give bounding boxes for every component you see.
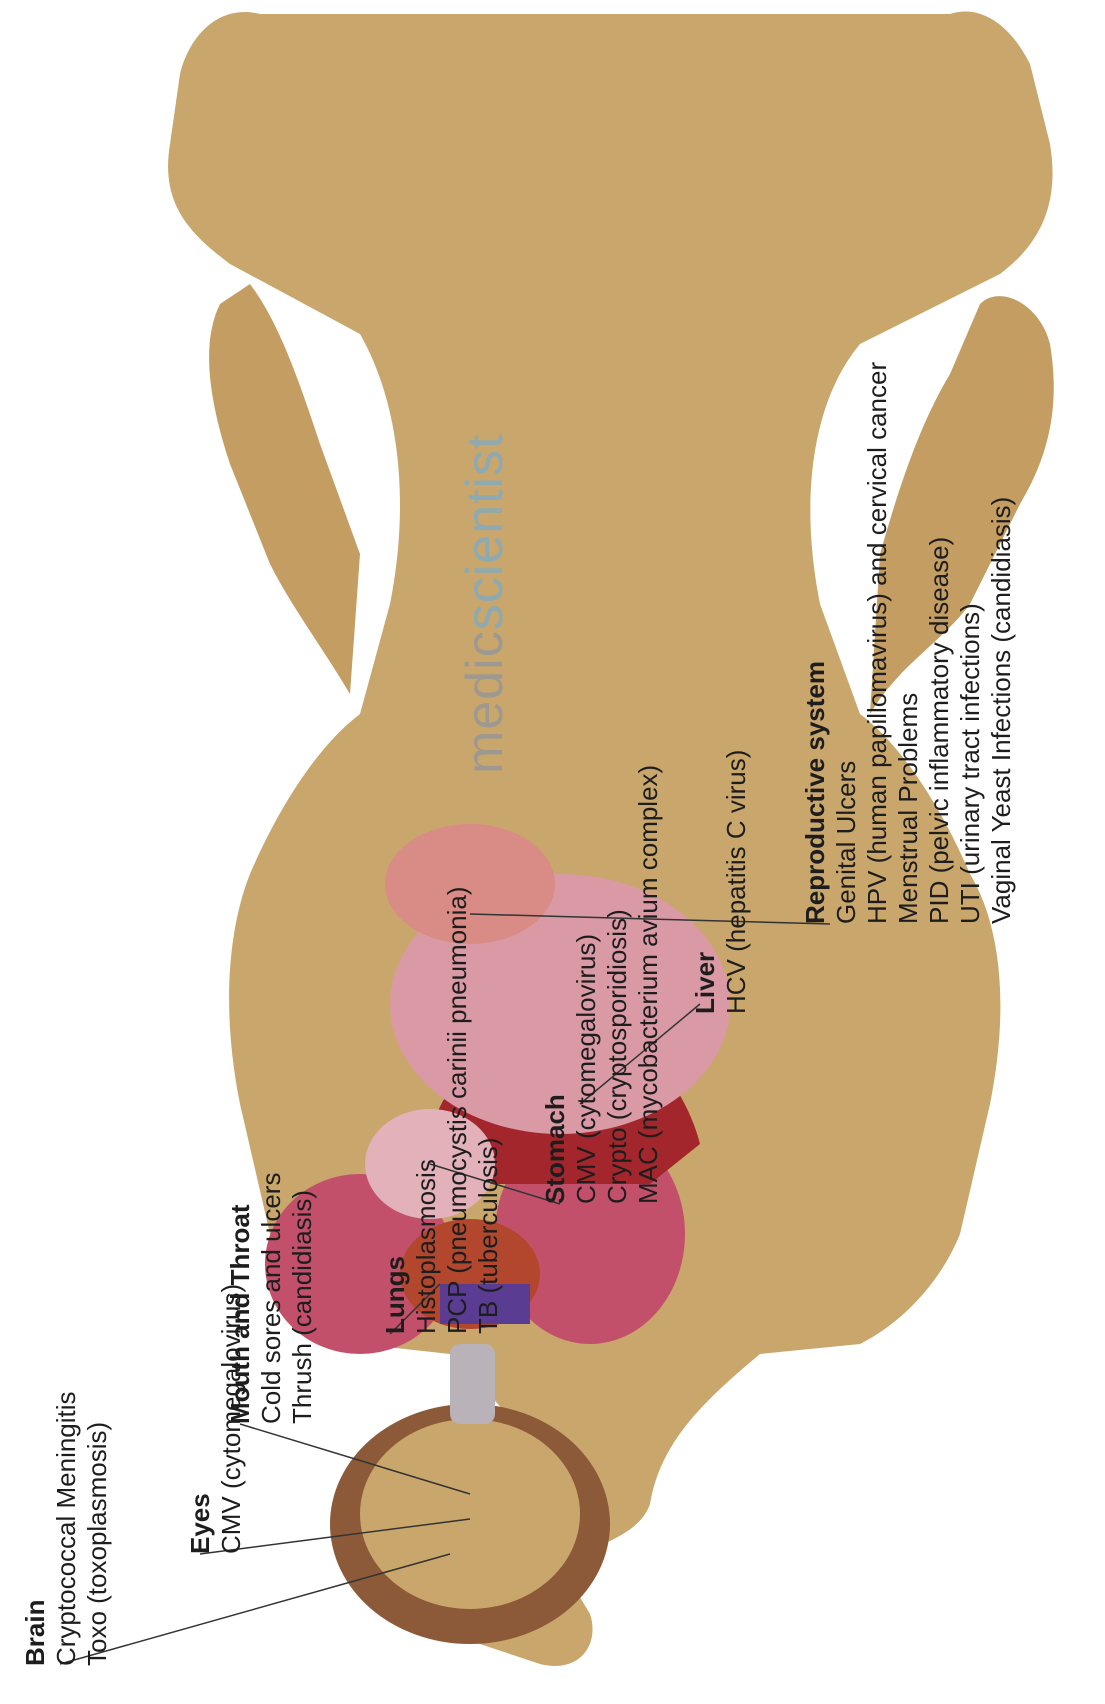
heading: Liver bbox=[690, 750, 721, 1014]
face bbox=[360, 1419, 580, 1609]
heading: Reproductive system bbox=[800, 362, 831, 924]
condition: Cold sores and ulcers bbox=[256, 1173, 287, 1424]
condition: TB (tuberculosis) bbox=[473, 887, 504, 1335]
condition: Crypto (cryptosporidiosis) bbox=[602, 765, 633, 1204]
trachea bbox=[450, 1344, 495, 1424]
condition: HPV (human papillomavirus) and cervical … bbox=[862, 362, 893, 924]
watermark: medicscientist bbox=[455, 433, 515, 774]
condition: MAC (mycobacterium avium complex) bbox=[633, 765, 664, 1204]
condition: PID (pelvic inflammatory disease) bbox=[924, 362, 955, 924]
heading: Eyes bbox=[185, 1284, 216, 1554]
watermark-part: scientist bbox=[456, 433, 514, 630]
heading: Brain bbox=[20, 1391, 51, 1666]
heading: Lungs bbox=[380, 887, 411, 1335]
stomach-label: Stomach CMV (cytomegalovirus) Crypto (cr… bbox=[540, 765, 664, 1204]
condition: Cryptococcal Meningitis bbox=[51, 1391, 82, 1666]
liver-label: Liver HCV (hepatitis C virus) bbox=[690, 750, 752, 1014]
condition: Histoplasmosis bbox=[411, 887, 442, 1335]
condition: Toxo (toxoplasmosis) bbox=[82, 1391, 113, 1666]
condition: Thrush (candidiasis) bbox=[287, 1173, 318, 1424]
brain-label: Brain Cryptococcal Meningitis Toxo (toxo… bbox=[20, 1391, 113, 1666]
condition: UTI (urinary tract infections) bbox=[955, 362, 986, 924]
reproductive-label: Reproductive system Genital Ulcers HPV (… bbox=[800, 362, 1017, 924]
heading: Stomach bbox=[540, 765, 571, 1204]
heading: Mouth and Throat bbox=[225, 1173, 256, 1424]
condition: PCP (pneumocystis carinii pneumonia) bbox=[442, 887, 473, 1335]
lungs-label: Lungs Histoplasmosis PCP (pneumocystis c… bbox=[380, 887, 504, 1335]
condition: Vaginal Yeast Infections (candidiasis) bbox=[986, 362, 1017, 924]
watermark-part: medic bbox=[456, 630, 514, 774]
condition: Genital Ulcers bbox=[831, 362, 862, 924]
condition: Menstrual Problems bbox=[893, 362, 924, 924]
mouth-label: Mouth and Throat Cold sores and ulcers T… bbox=[225, 1173, 318, 1424]
arm bbox=[209, 284, 360, 694]
condition: HCV (hepatitis C virus) bbox=[721, 750, 752, 1014]
condition: CMV (cytomegalovirus) bbox=[571, 765, 602, 1204]
